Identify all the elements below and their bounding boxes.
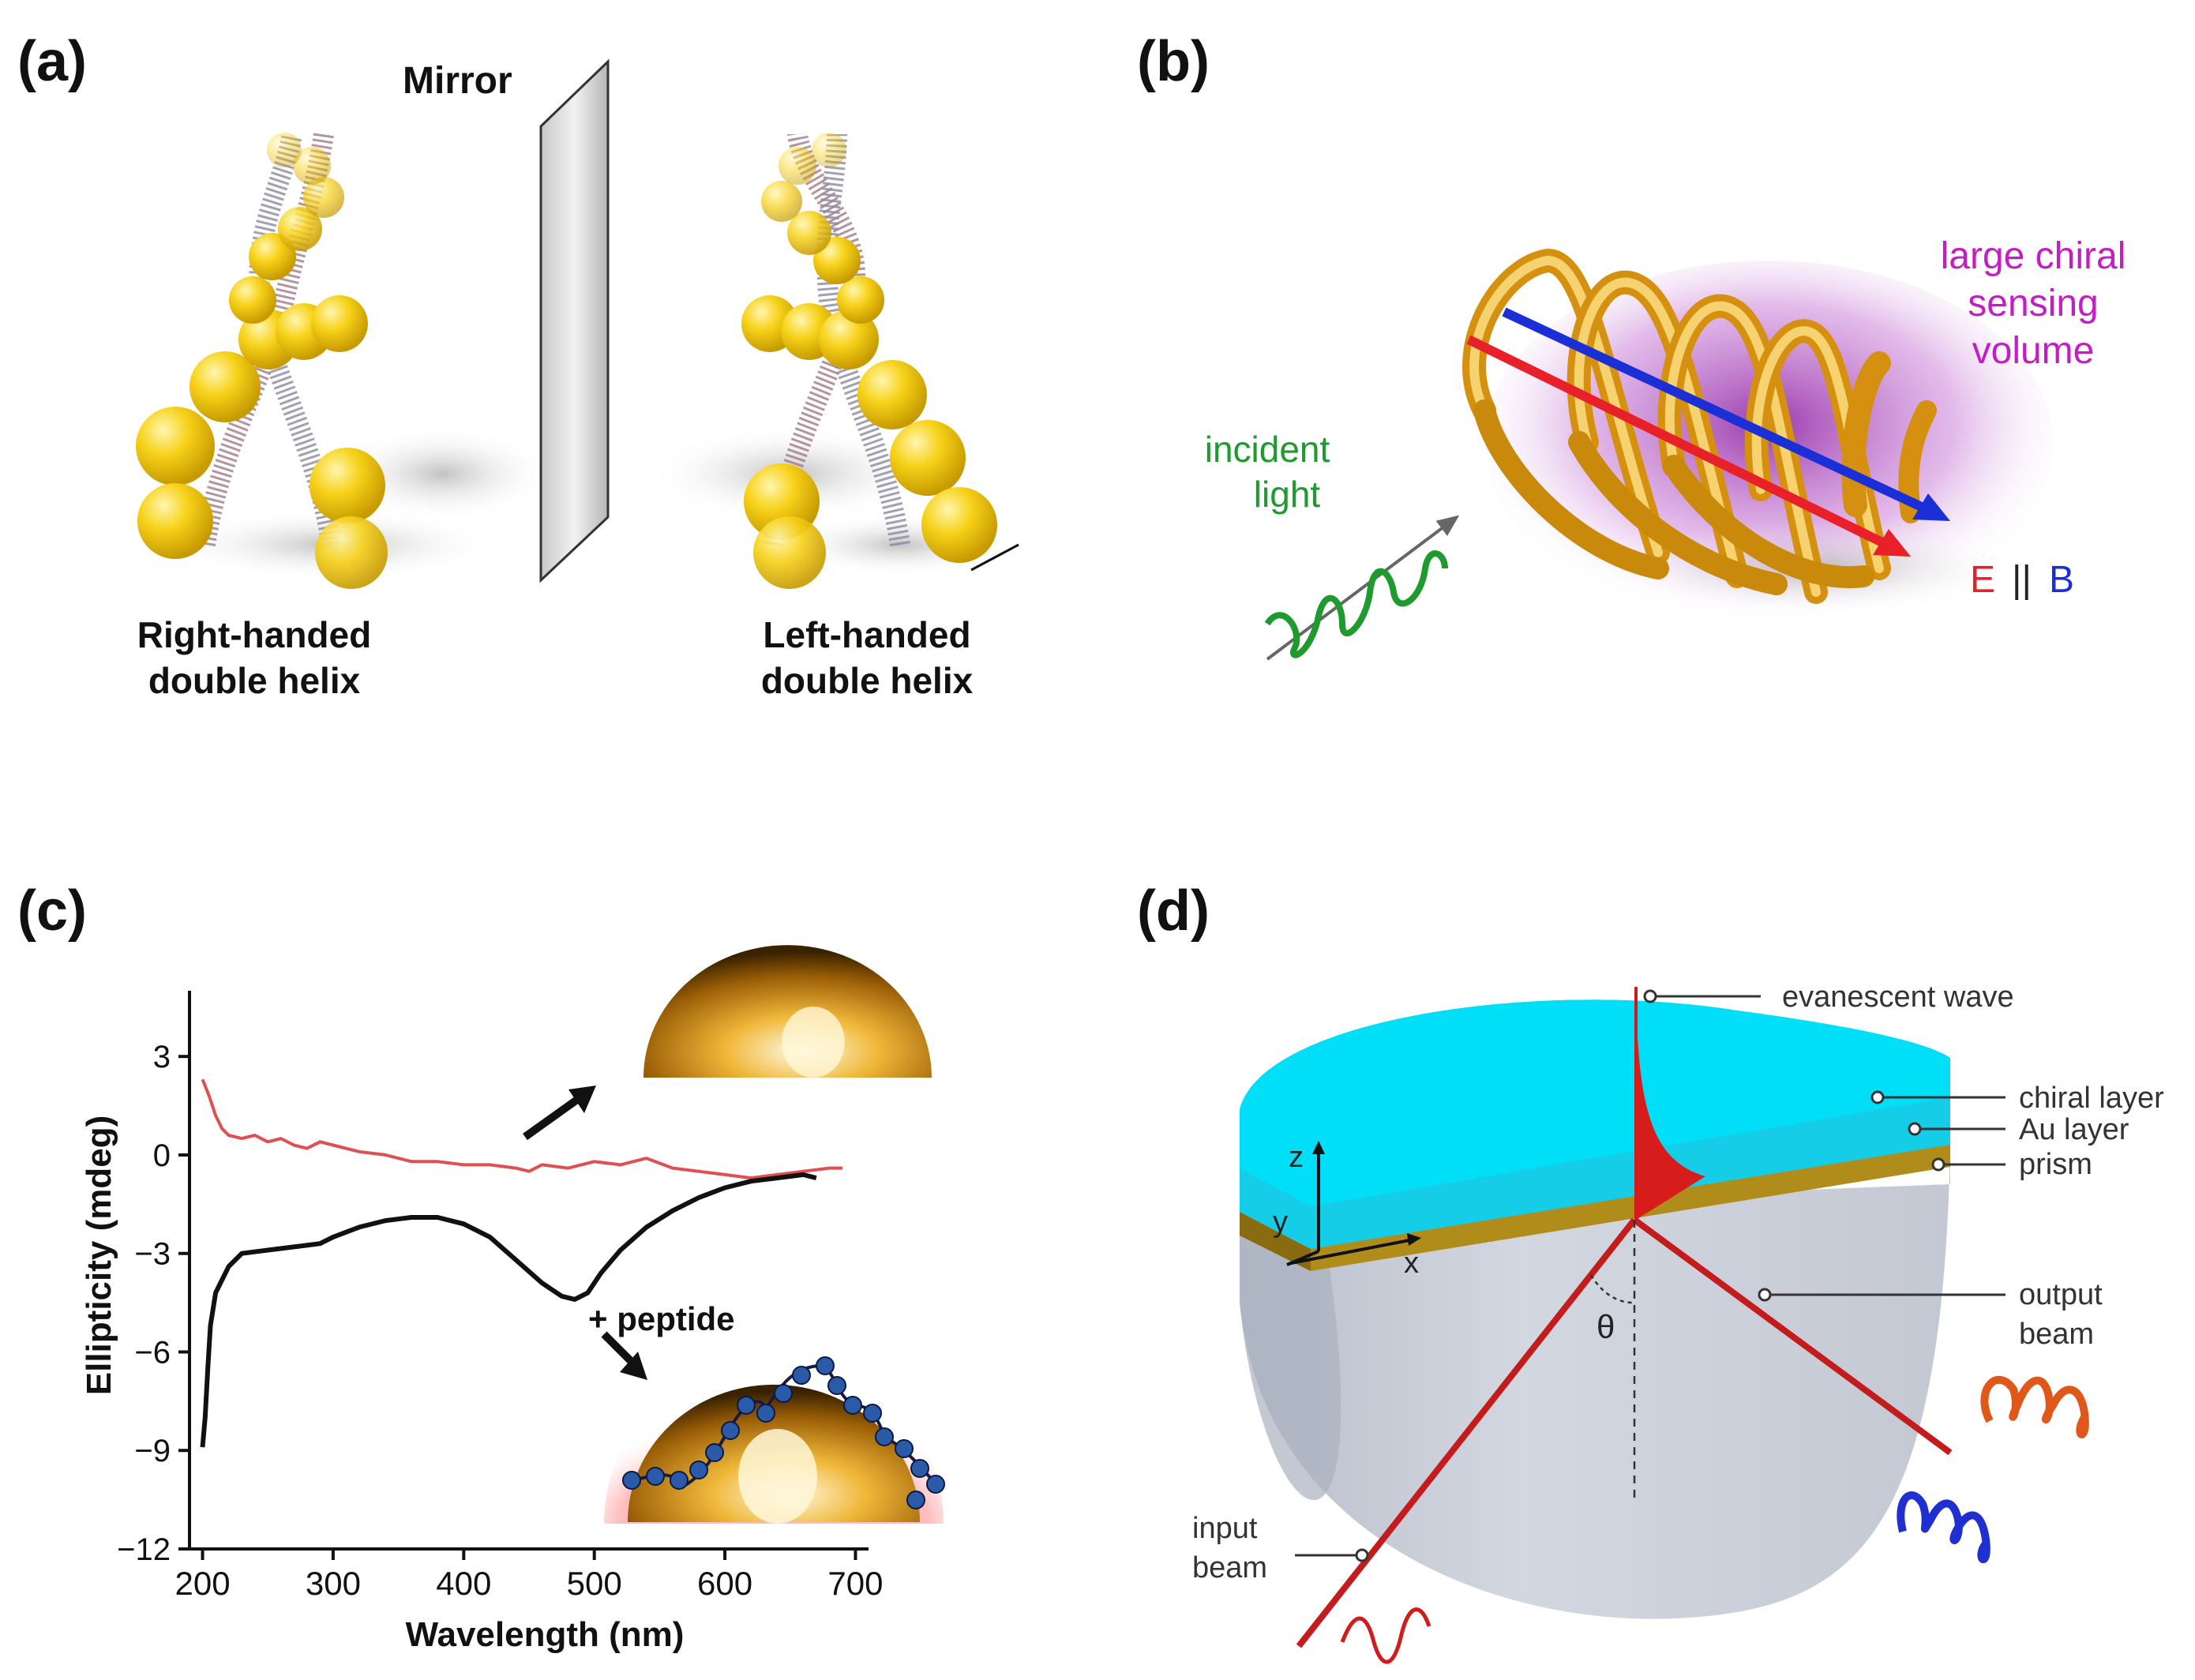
panel-d-label: (d) [1137, 879, 1210, 943]
left-handed-helix [741, 132, 997, 589]
b-field-label: B [2049, 559, 2074, 601]
y-tick-label: 0 [153, 1138, 171, 1173]
sensing-label-1: large chiral [1941, 235, 2126, 277]
peptide-nanoparticle [604, 1354, 945, 1524]
output-beam-label-2: beam [2019, 1318, 2094, 1351]
arrow-to-peptide [601, 1331, 647, 1380]
panel-a: (a) Mirror [17, 30, 1019, 701]
panel-c-label: (c) [17, 879, 87, 943]
x-tick-label: 500 [567, 1565, 622, 1602]
y-ticks: 3 0 −3 −6 −9 −12 [117, 1040, 189, 1567]
x-axis-label: Wavelength (nm) [406, 1615, 685, 1654]
axis-z-label: z [1289, 1141, 1304, 1174]
y-axis-label: Ellipticity (mdeg) [80, 1116, 118, 1395]
mirror-label: Mirror [403, 60, 512, 102]
theta-arc [1589, 1274, 1634, 1304]
prism-label: prism [2019, 1148, 2092, 1181]
cd-spectrum-chart: 200 300 400 500 600 700 3 0 −3 −6 −9 −12 Wavelengt… [80, 991, 884, 1654]
left-helix-shadow-2 [332, 426, 553, 521]
y-tick-label: −9 [134, 1434, 171, 1468]
sensing-label-2: sensing [1968, 283, 2098, 324]
e-field-label: E [1970, 559, 1995, 601]
chart-series [200, 1078, 842, 1448]
mirror [539, 58, 610, 583]
output-beam [1632, 1217, 1953, 1456]
output-beam-label-1: output [2019, 1278, 2103, 1311]
left-handed-label-2: double helix [761, 660, 974, 701]
panel-a-label: (a) [17, 30, 87, 93]
x-tick-label: 400 [436, 1565, 491, 1602]
right-handed-helix [136, 132, 388, 589]
blue-helix [1897, 1491, 1991, 1563]
x-ticks: 200 300 400 500 600 700 [174, 1549, 884, 1602]
x-tick-label: 300 [306, 1565, 361, 1602]
axis-x-label: x [1404, 1247, 1419, 1280]
x-tick-label: 700 [827, 1565, 883, 1602]
right-handed-label-1: Right-handed [137, 614, 371, 655]
peptide-label: + peptide [588, 1300, 735, 1337]
incident-light-wave [1264, 515, 1460, 661]
evanescent-label: evanescent wave [1782, 981, 2014, 1014]
x-tick-label: 600 [697, 1565, 752, 1602]
y-tick-label: −12 [117, 1532, 171, 1567]
evanescent-wave [1634, 987, 1705, 1220]
panel-d: (d) θ [1137, 879, 2164, 1664]
prism-side [1240, 1212, 1341, 1501]
bare-nanoparticle [643, 945, 932, 1078]
axes-triad [1286, 1149, 1414, 1266]
right-handed-label-2: double helix [148, 660, 361, 701]
sensing-label-3: volume [1972, 330, 2095, 372]
y-tick-label: −6 [134, 1335, 171, 1370]
b-field-arrow [1502, 307, 1950, 521]
panel-b-label: (b) [1137, 30, 1210, 93]
arrow-to-bare [523, 1086, 596, 1141]
input-beam [1296, 1217, 1638, 1648]
y-tick-label: −3 [134, 1237, 171, 1272]
incident-label-2: light [1254, 474, 1321, 515]
incident-label-1: incident [1205, 429, 1330, 470]
chiral-layer-label: chiral layer [2019, 1082, 2164, 1115]
y-tick-label: 3 [153, 1040, 171, 1074]
parallel-symbol: || [2012, 559, 2032, 601]
mirror-edge-line [970, 543, 1019, 572]
x-tick-label: 200 [174, 1565, 230, 1602]
series-line-black [200, 1172, 817, 1448]
input-wave [1340, 1607, 1431, 1664]
series-line-red [201, 1078, 842, 1180]
left-handed-label-1: Left-handed [763, 614, 970, 655]
theta-label: θ [1597, 1308, 1615, 1345]
e-field-arrow [1466, 335, 1911, 557]
au-layer-label: Au layer [2019, 1113, 2129, 1146]
input-beam-label-1: input [1192, 1512, 1258, 1545]
input-beam-label-2: beam [1192, 1551, 1267, 1584]
orange-helix [1980, 1375, 2089, 1438]
panel-b: (b) [1137, 30, 2126, 661]
panel-c: (c) 200 300 400 500 600 700 3 0 −3 −6 −9 −12 Wavel… [17, 879, 945, 1654]
axis-y-label: y [1273, 1206, 1288, 1239]
